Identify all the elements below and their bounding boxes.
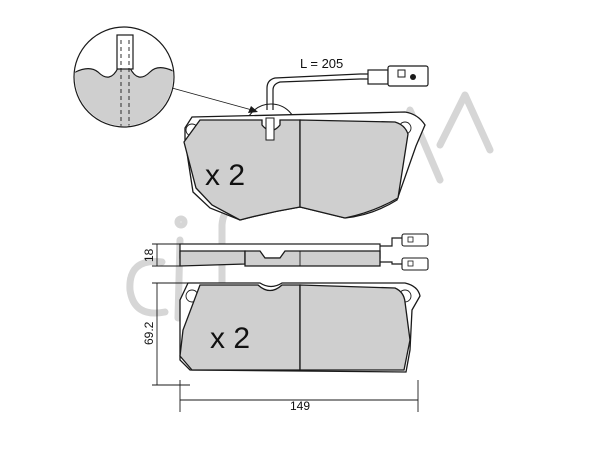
- width-dimension: [179, 380, 419, 412]
- cable-length-label: L = 205: [300, 56, 343, 71]
- thickness-dimension: [152, 243, 180, 267]
- top-brake-pad: [183, 111, 426, 221]
- height-dimension: [152, 282, 190, 386]
- bottom-brake-pad: [179, 282, 421, 373]
- wear-sensor-connector-icon: [367, 65, 429, 87]
- pad-side-view: [179, 233, 429, 271]
- width-label: 149: [290, 399, 310, 413]
- detail-leader-arrow: [171, 87, 258, 113]
- thickness-label: 18: [142, 248, 156, 262]
- magnified-detail: [73, 26, 175, 128]
- bottom-quantity-label: x 2: [210, 322, 250, 355]
- height-label: 69.2: [142, 321, 156, 345]
- wear-sensor-cable: [266, 73, 368, 110]
- top-quantity-label: x 2: [205, 159, 245, 192]
